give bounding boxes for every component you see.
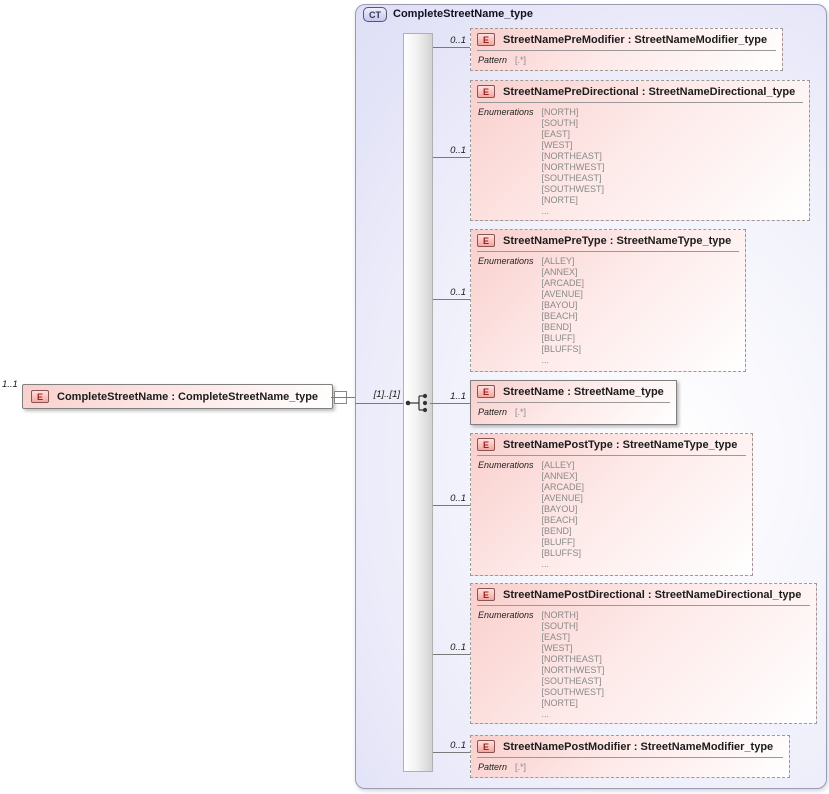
element-icon: E [31, 390, 49, 403]
cardinality-label: 0..1 [450, 35, 466, 46]
element-icon: E [477, 438, 495, 451]
facet-label: Pattern [478, 407, 508, 417]
complex-type-icon: CT [363, 7, 387, 22]
facet-values: [.*] [515, 407, 527, 417]
cardinality-label: 0..1 [450, 740, 466, 751]
element-title: StreetNamePreModifier : StreetNameModifi… [503, 33, 768, 46]
element-box-street-name-post-modifier[interactable]: E StreetNamePostModifier : StreetNameMod… [470, 735, 790, 778]
divider [477, 402, 670, 403]
element-title: StreetNamePreType : StreetNameType_type [503, 234, 732, 247]
divider [477, 605, 810, 606]
connector-line [433, 505, 470, 506]
facet-values: [ALLEY][ANNEX][ARCADE][AVENUE][BAYOU][BE… [541, 460, 585, 569]
element-icon: E [477, 33, 495, 46]
element-icon: E [477, 385, 495, 398]
element-icon: E [477, 234, 495, 247]
element-box-street-name-pre-modifier[interactable]: E StreetNamePreModifier : StreetNameModi… [470, 28, 783, 71]
root-element-label: CompleteStreetName : CompleteStreetName_… [57, 390, 319, 403]
facet-label: Pattern [478, 55, 508, 65]
element-icon: E [477, 740, 495, 753]
element-icon: E [477, 85, 495, 98]
element-box-street-name[interactable]: E StreetName : StreetName_type Pattern [… [470, 380, 677, 425]
complex-type-title: CompleteStreetName_type [393, 8, 533, 20]
facet-values: [ALLEY][ANNEX][ARCADE][AVENUE][BAYOU][BE… [541, 256, 585, 365]
facet-values: [.*] [515, 55, 527, 65]
connector-line [430, 403, 470, 404]
cardinality-label: 0..1 [450, 287, 466, 298]
element-title: StreetName : StreetName_type [503, 385, 664, 398]
divider [477, 251, 739, 252]
connector-line [433, 47, 470, 48]
root-cardinality-label: 1..1 [2, 379, 18, 390]
connector-line [433, 299, 470, 300]
root-element-box[interactable]: E CompleteStreetName : CompleteStreetNam… [22, 384, 333, 409]
element-box-street-name-post-type[interactable]: E StreetNamePostType : StreetNameType_ty… [470, 433, 753, 576]
divider [477, 102, 803, 103]
facet-label: Enumerations [478, 610, 534, 620]
facet-label: Enumerations [478, 107, 534, 117]
connector-line [433, 157, 470, 158]
element-box-street-name-post-directional[interactable]: E StreetNamePostDirectional : StreetName… [470, 583, 817, 724]
element-box-street-name-pre-directional[interactable]: E StreetNamePreDirectional : StreetNameD… [470, 80, 810, 221]
facet-values: [NORTH][SOUTH][EAST][WEST][NORTHEAST][NO… [541, 107, 605, 216]
element-box-street-name-pre-type[interactable]: E StreetNamePreType : StreetNameType_typ… [470, 229, 746, 372]
divider [477, 757, 783, 758]
cardinality-label: 1..1 [450, 391, 466, 402]
cardinality-label: 0..1 [450, 493, 466, 504]
element-title: StreetNamePostType : StreetNameType_type [503, 438, 738, 451]
cardinality-label: 0..1 [450, 642, 466, 653]
element-title: StreetNamePostModifier : StreetNameModif… [503, 740, 774, 753]
facet-values: [.*] [515, 762, 527, 772]
facet-label: Enumerations [478, 256, 534, 266]
divider [477, 50, 776, 51]
facet-values: [NORTH][SOUTH][EAST][WEST][NORTHEAST][NO… [541, 610, 605, 719]
connector-line [331, 397, 355, 398]
connector-line [433, 752, 470, 753]
connector-line [355, 403, 404, 404]
facet-label: Pattern [478, 762, 508, 772]
divider [477, 455, 746, 456]
element-title: StreetNamePostDirectional : StreetNameDi… [503, 588, 802, 601]
sequence-cardinality-label: [1]..[1] [373, 389, 400, 400]
cardinality-label: 0..1 [450, 145, 466, 156]
facet-label: Enumerations [478, 460, 534, 470]
element-icon: E [477, 588, 495, 601]
element-title: StreetNamePreDirectional : StreetNameDir… [503, 85, 796, 98]
connector-line [433, 654, 470, 655]
sequence-icon [404, 392, 432, 419]
